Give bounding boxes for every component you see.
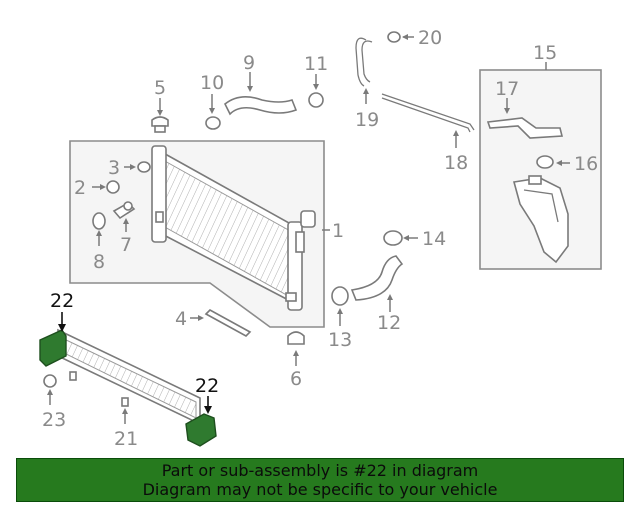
callout-23: 23 [42,409,66,431]
callout-2: 2 [74,177,86,199]
reservoir-tank-part [512,175,569,264]
clamp-11-part [308,74,324,108]
clamp-20-part [387,31,414,43]
cap-part [151,98,169,133]
o-ring-part [124,161,151,173]
callout-7: 7 [120,234,132,256]
callout-3: 3 [108,157,120,179]
callout-11: 11 [304,53,328,75]
callout-22-right: 22 [195,375,219,397]
callout-19: 19 [355,109,379,131]
notice-line-2: Diagram may not be specific to your vehi… [142,480,498,499]
callout-8: 8 [93,251,105,273]
long-hose-part [381,93,475,148]
clamp-10-part [205,94,221,130]
callout-1: 1 [332,220,344,242]
drain-plug-part [92,180,120,194]
callout-6: 6 [290,368,302,390]
clamp-14-part [383,230,418,246]
highlighted-bracket-part-22-left [39,312,67,367]
notice-line-1: Part or sub-assembly is #22 in diagram [161,461,479,480]
highlighted-bracket-part-22-right [185,396,217,447]
mount-part [287,331,305,366]
seal-strip-part [190,309,252,337]
valve-part [112,201,136,232]
reservoir-hose-part [486,98,564,139]
callout-4: 4 [175,308,187,330]
bolt-part [43,374,57,405]
radiator [151,145,316,311]
callout-17: 17 [495,78,519,100]
reservoir-cap-part [536,155,570,169]
callout-16: 16 [574,153,598,175]
callout-22-left: 22 [50,290,74,312]
callout-10: 10 [200,72,224,94]
notice-banner: Part or sub-assembly is #22 in diagram D… [16,458,624,502]
callout-9: 9 [243,52,255,74]
callout-20: 20 [418,27,442,49]
upper-hose-part [223,72,298,116]
callout-15: 15 [533,42,557,64]
overflow-hose-part [355,37,373,104]
callout-18: 18 [444,152,468,174]
callout-14: 14 [422,228,446,250]
callout-21: 21 [114,428,138,450]
callout-12: 12 [377,312,401,334]
lower-hose-part [350,255,404,312]
clamp-13-part [331,286,349,326]
callout-5: 5 [154,77,166,99]
condenser-part [57,328,201,426]
callout-13: 13 [328,329,352,351]
washer-part [92,212,106,246]
